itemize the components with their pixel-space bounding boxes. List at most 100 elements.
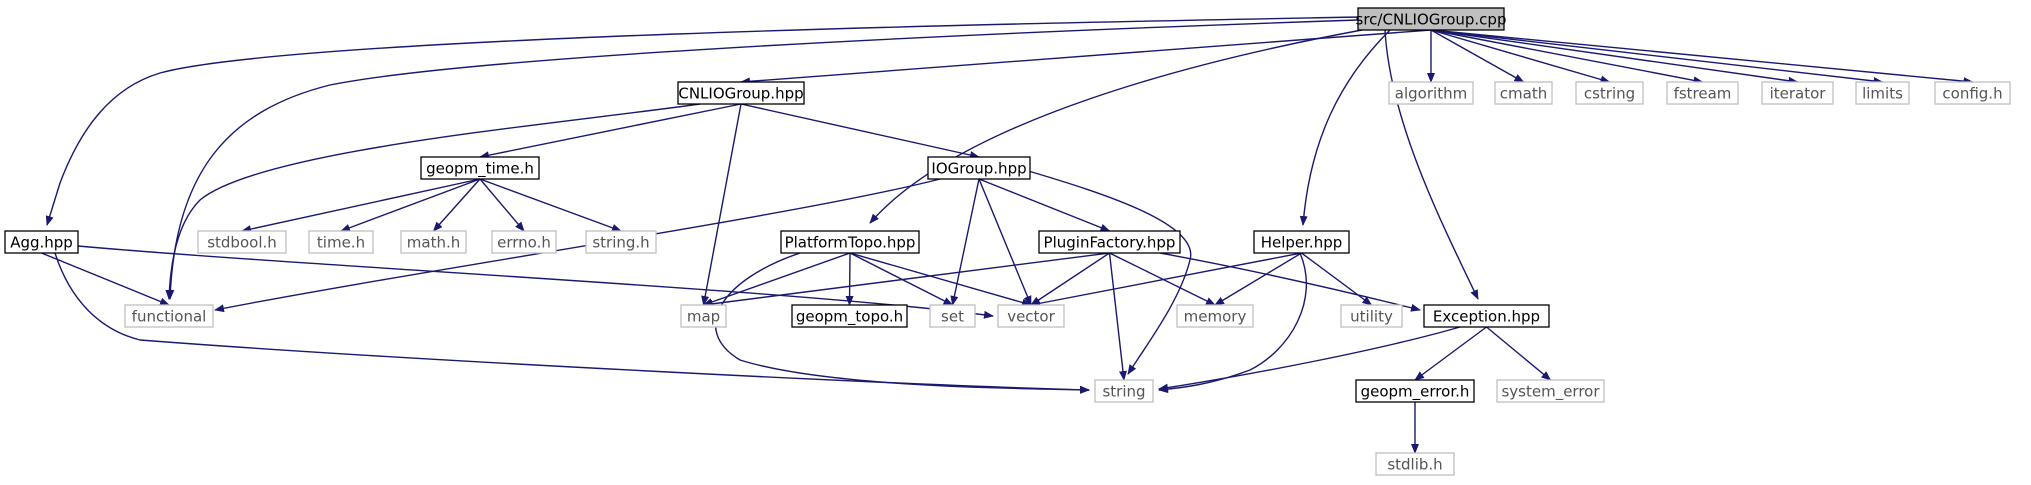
edge-helper-to-utility [1301, 252, 1373, 306]
node-box [1855, 81, 1910, 105]
node-box [997, 304, 1065, 328]
node-helper[interactable]: Helper.hpp [1253, 230, 1350, 254]
node-label: iterator [1770, 85, 1827, 103]
edge-root-to-cmath [1430, 29, 1525, 83]
edge-geopmtime-to-stringh [479, 178, 622, 232]
node-map: map [680, 304, 727, 328]
node-box [927, 156, 1031, 180]
node-set: set [929, 304, 976, 328]
node-label: IOGroup.hpp [931, 160, 1026, 178]
node-label: geopm_error.h [1361, 383, 1470, 402]
edge-pluginfactory-to-vector [1030, 252, 1110, 306]
node-label: math.h [407, 234, 460, 252]
node-algorithm: algorithm [1388, 81, 1474, 105]
node-box [677, 81, 805, 105]
node-label: CNLIOGroup.hpp [678, 85, 803, 103]
edge-iogroup-to-string [1024, 169, 1192, 375]
node-math: math.h [400, 230, 467, 254]
node-box [4, 230, 79, 254]
edge-platformtopo-to-vector [849, 252, 1032, 307]
node-box [1575, 81, 1644, 105]
node-label: algorithm [1395, 85, 1467, 103]
node-box [791, 304, 908, 328]
node-time: time.h [308, 230, 374, 254]
node-label: geopm_topo.h [796, 308, 903, 327]
node-utility: utility [1340, 304, 1403, 328]
edge-root-to-config [1430, 29, 1974, 86]
node-cmath: cmath [1494, 81, 1553, 105]
node-box [308, 230, 374, 254]
edge-pluginfactory-to-memory [1109, 252, 1216, 306]
node-iogroup[interactable]: IOGroup.hpp [927, 156, 1031, 180]
edge-platformtopo-to-map [702, 252, 851, 306]
node-fstream: fstream [1666, 81, 1739, 105]
edge-root-to-fstream [1430, 29, 1704, 85]
node-iterator: iterator [1761, 81, 1834, 105]
node-label: PluginFactory.hpp [1044, 234, 1176, 252]
edge-geopmtime-to-math [432, 178, 481, 232]
node-pluginfactory[interactable]: PluginFactory.hpp [1038, 230, 1181, 254]
node-label: cstring [1584, 85, 1635, 103]
node-label: set [941, 308, 964, 326]
node-label: cmath [1500, 85, 1547, 103]
edge-exception-to-string [1158, 326, 1461, 392]
node-config: config.h [1934, 81, 2011, 105]
node-string: string [1094, 379, 1154, 403]
node-box [1355, 379, 1475, 403]
edge-cnlio-to-iogroup [740, 103, 980, 159]
edge-root-to-iterator [1430, 29, 1799, 85]
node-geopmerror[interactable]: geopm_error.h [1355, 379, 1475, 403]
node-stdlib: stdlib.h [1375, 452, 1455, 476]
node-box [197, 230, 287, 254]
edge-pluginfactory-to-map [702, 252, 1110, 308]
edge-cnlio-to-geopmtime [479, 103, 742, 160]
node-stringh: string.h [585, 230, 657, 254]
edge-helper-to-memory [1214, 252, 1302, 306]
node-label: system_error [1501, 383, 1600, 402]
node-exception[interactable]: Exception.hpp [1423, 304, 1550, 328]
node-label: string.h [592, 234, 649, 252]
node-systemerror: system_error [1496, 379, 1605, 403]
node-platformtopo[interactable]: PlatformTopo.hpp [780, 230, 920, 254]
edge-geopmtime-to-errno [479, 178, 525, 232]
edge-cnlio-to-map [701, 103, 742, 306]
node-box [491, 230, 557, 254]
node-label: geopm_time.h [426, 160, 534, 179]
node-label: config.h [1942, 85, 2002, 103]
node-box [1494, 81, 1553, 105]
node-box [1357, 7, 1505, 31]
node-box [680, 304, 727, 328]
edge-root-to-platformtopo [869, 29, 1363, 224]
node-geopmtopo[interactable]: geopm_topo.h [791, 304, 908, 328]
edge-exception-to-geopmerror [1414, 326, 1487, 381]
node-root[interactable]: src/CNLIOGroup.cpp [1356, 7, 1507, 31]
node-geopmtime[interactable]: geopm_time.h [420, 156, 540, 180]
node-label: PlatformTopo.hpp [785, 234, 916, 252]
node-label: fstream [1674, 85, 1732, 103]
edge-platformtopo-to-string [714, 252, 1090, 394]
node-label: stdlib.h [1387, 456, 1442, 474]
node-box [929, 304, 976, 328]
node-agg[interactable]: Agg.hpp [4, 230, 79, 254]
edge-exception-to-systemerror [1486, 326, 1552, 381]
node-errno: errno.h [491, 230, 557, 254]
edge-geopmtime-to-stdbool [241, 178, 481, 233]
node-memory: memory [1176, 304, 1254, 328]
node-box [1038, 230, 1181, 254]
node-cnlio[interactable]: CNLIOGroup.hpp [677, 81, 805, 105]
node-box [780, 230, 920, 254]
node-box [1340, 304, 1403, 328]
node-label: memory [1184, 308, 1247, 326]
node-label: functional [132, 308, 207, 326]
node-stdbool: stdbool.h [197, 230, 287, 254]
node-label: src/CNLIOGroup.cpp [1356, 11, 1507, 29]
edge-root-to-agg [45, 16, 1359, 226]
node-limits: limits [1855, 81, 1910, 105]
edge-helper-to-string [1158, 252, 1308, 394]
edge-iogroup-to-vector [978, 178, 1032, 306]
node-label: Agg.hpp [10, 234, 73, 252]
node-label: vector [1007, 308, 1055, 326]
node-box [1423, 304, 1550, 328]
